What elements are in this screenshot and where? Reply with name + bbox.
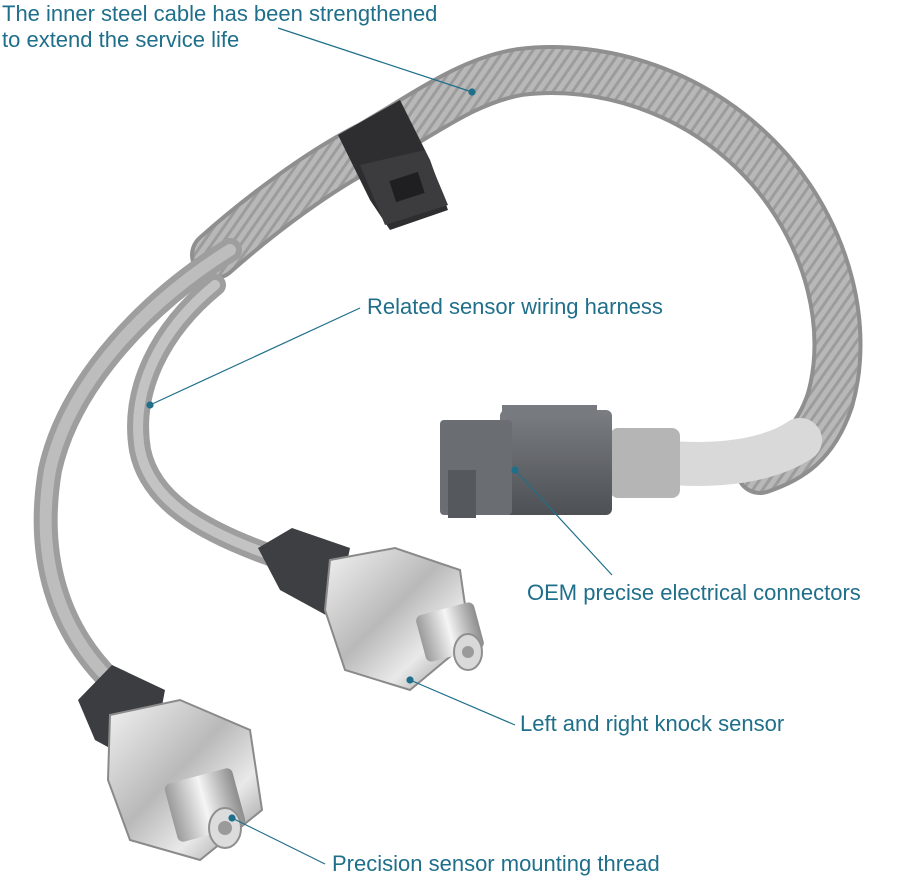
leader-cable xyxy=(277,27,473,93)
leader-connectors xyxy=(514,469,613,576)
label-knock-sensor: Left and right knock sensor xyxy=(520,711,785,736)
label-steel-cable: The inner steel cable has been strengthe… xyxy=(2,1,437,53)
leader-thread xyxy=(231,817,326,865)
label-steel-cable-line2: to extend the service life xyxy=(2,27,240,52)
leader-knock xyxy=(409,679,516,726)
leader-harness xyxy=(149,307,361,406)
wire-right xyxy=(127,274,281,566)
connector-boot xyxy=(638,418,822,486)
leader-lines xyxy=(146,27,613,865)
oem-connector xyxy=(440,405,680,518)
label-mounting-thread: Precision sensor mounting thread xyxy=(332,851,660,876)
mounting-clip xyxy=(338,100,448,230)
label-steel-cable-line1: The inner steel cable has been strengthe… xyxy=(2,1,438,26)
label-electrical-connectors: OEM precise electrical connectors xyxy=(527,580,861,605)
label-wiring-harness: Related sensor wiring harness xyxy=(367,294,663,319)
knock-sensor-right xyxy=(258,528,484,692)
knock-sensor-left xyxy=(78,665,264,862)
